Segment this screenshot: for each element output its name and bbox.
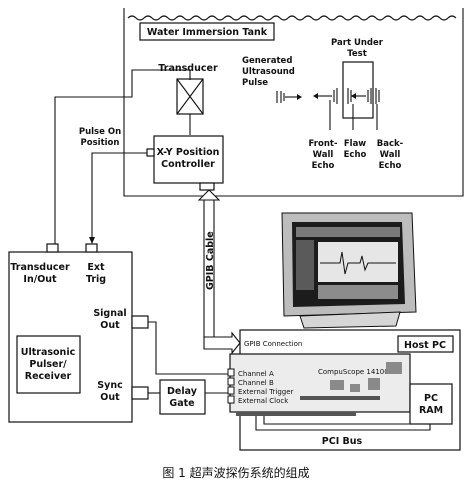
oscilloscope-screen — [318, 242, 398, 282]
transducer-io-1: Transducer — [10, 262, 70, 273]
external-clock: External Clock — [238, 397, 289, 405]
pulser-name-3: Receiver — [25, 371, 72, 382]
pulse-arrow-icon — [276, 91, 302, 103]
card-connectors — [227, 368, 235, 404]
front-echo-3: Echo — [312, 161, 335, 171]
part-label-2: Test — [347, 49, 367, 59]
pulser-name-1: Ultrasonic — [21, 347, 75, 358]
pulse-label-1: Generated — [242, 56, 292, 66]
flaw-echo-2: Echo — [344, 150, 367, 160]
transducer-icon — [176, 78, 204, 135]
figure-caption: 图 1 超声波探伤系统的组成 — [162, 465, 309, 480]
host-pc-title-box — [397, 335, 454, 353]
pulser-name-box — [16, 335, 81, 394]
front-echo-1: Front- — [309, 139, 338, 149]
delay-gate: Delay Gate — [159, 379, 206, 415]
pulse-label-3: Pulse — [242, 78, 268, 88]
sync-out-1: Sync — [97, 380, 122, 391]
signal-out-2: Out — [100, 320, 120, 331]
gpib-cable-label: GPIB Cable — [205, 231, 216, 290]
controller-label-1: X-Y Position — [157, 147, 220, 158]
waveform-trace — [320, 251, 396, 275]
transducer-io-2: In/Out — [23, 274, 57, 285]
card-name: CompuScope 14100 — [318, 368, 389, 376]
ultrasonic-pulser-receiver: Transducer In/Out Ext Trig Signal Out Ul… — [8, 243, 149, 423]
gpib-cable: GPIB Cable — [197, 189, 241, 355]
pci-bus — [255, 416, 431, 431]
pc-ram — [409, 383, 453, 425]
pulser-name-2: Pulser/ — [29, 359, 67, 370]
ext-trig-2: Trig — [86, 274, 106, 285]
pulse-on-position-2: Position — [81, 138, 120, 148]
flaw-echo-1: Flaw — [344, 139, 366, 149]
pci-bus-label: PCI Bus — [322, 436, 363, 447]
pc-ram-1: PC — [424, 393, 438, 404]
ext-trig-1: Ext — [87, 262, 105, 273]
channel-a: Channel A — [238, 370, 274, 378]
part-label-1: Part Under — [331, 38, 384, 48]
water-surface — [127, 15, 457, 21]
host-pc-title: Host PC — [404, 340, 446, 351]
controller-label-2: Controller — [161, 159, 215, 170]
channel-b: Channel B — [238, 379, 274, 387]
pulse-on-position-wire — [91, 152, 147, 241]
transducer-label: Transducer — [158, 63, 218, 74]
monitor — [281, 212, 417, 329]
delay-gate-2: Gate — [169, 398, 194, 409]
tank-title-box — [139, 22, 275, 41]
card-components-icon — [300, 362, 402, 400]
transducer-cable — [54, 69, 191, 244]
signal-out-1: Signal — [93, 308, 126, 319]
host-pc: Host PC GPIB Connection CompuScope 14100… — [227, 329, 461, 451]
gpib-connection-label: GPIB Connection — [244, 340, 302, 348]
back-echo-2: Wall — [380, 150, 401, 160]
water-immersion-tank: Water Immersion Tank Transducer Generate… — [123, 8, 464, 197]
delay-gate-1: Delay — [167, 386, 198, 397]
echo-arrows-icon — [313, 88, 380, 104]
signal-wire — [148, 321, 232, 375]
pc-ram-2: RAM — [419, 405, 443, 416]
back-echo-3: Echo — [379, 161, 402, 171]
front-echo-2: Wall — [313, 150, 334, 160]
xy-position-controller: X-Y Position Controller — [146, 135, 224, 191]
sync-out-2: Out — [100, 392, 120, 403]
external-trigger: External Trigger — [238, 388, 294, 396]
back-echo-1: Back- — [377, 139, 404, 149]
pulse-label-2: Ultrasound — [242, 67, 295, 77]
tank-title: Water Immersion Tank — [147, 27, 268, 38]
pulse-on-position-1: Pulse On — [79, 127, 121, 137]
